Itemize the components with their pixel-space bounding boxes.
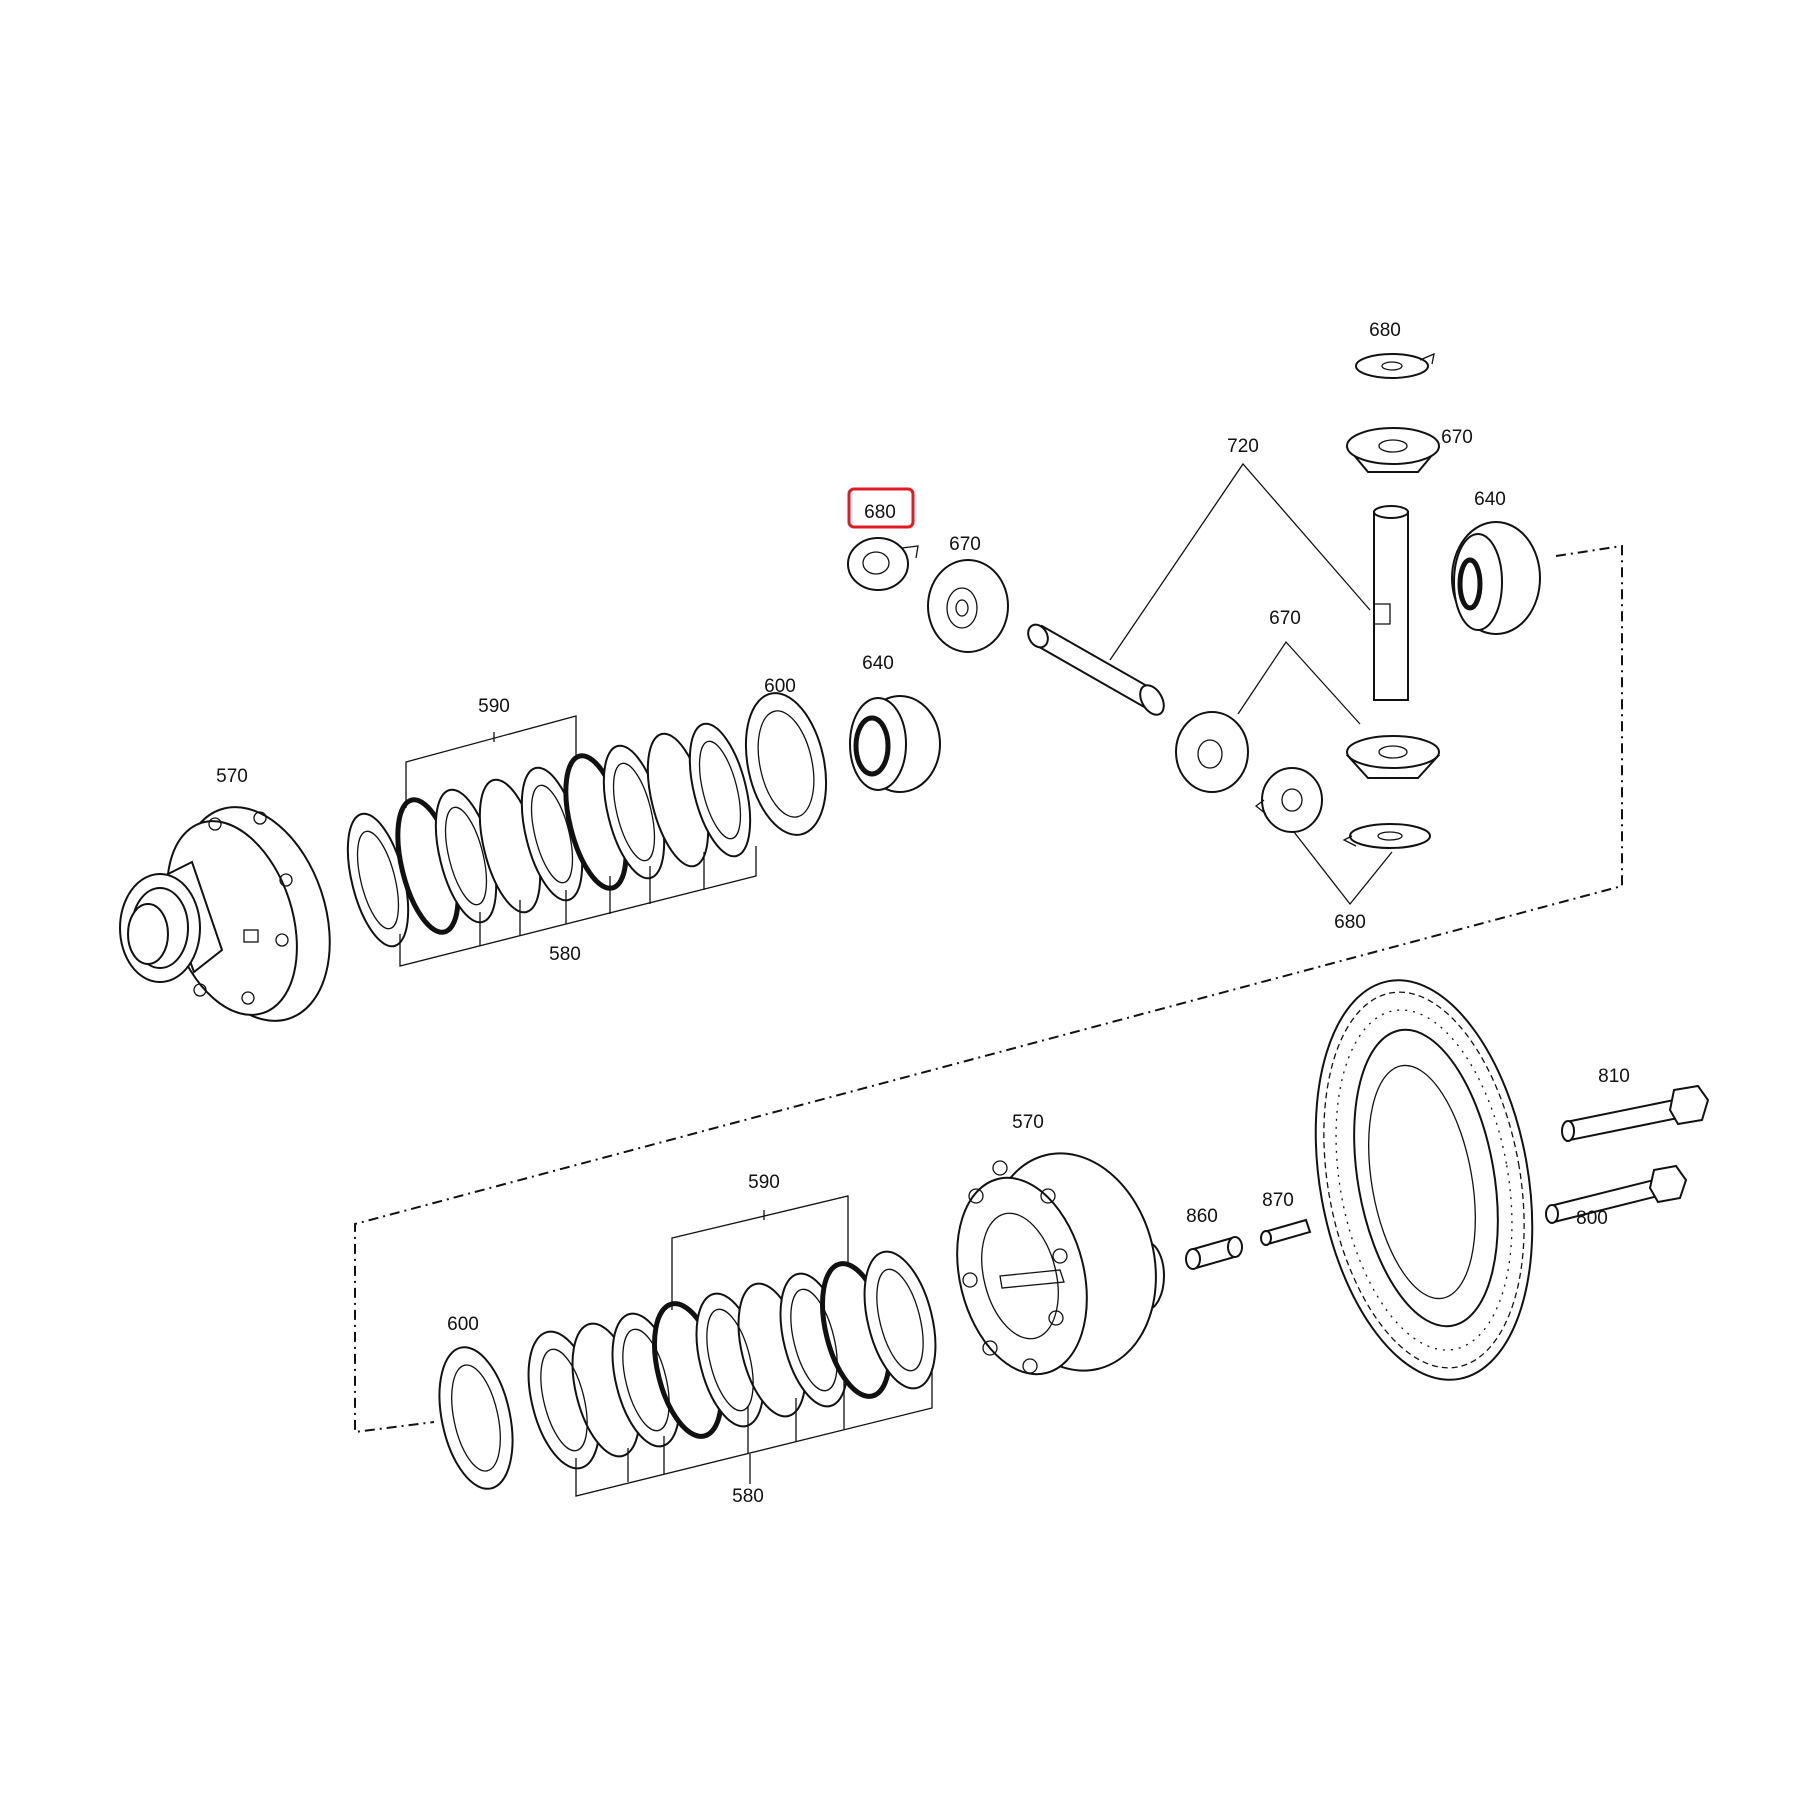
callout-580-upper: 580 <box>549 944 581 965</box>
pinion-gear-670-top[interactable] <box>1345 427 1441 473</box>
housing-570-upper[interactable] <box>119 788 356 1040</box>
callout-680-highlighted: 680 <box>864 502 896 523</box>
callout-640-upper: 640 <box>862 653 894 674</box>
callout-720: 720 <box>1227 436 1259 457</box>
thrust-washer-680-lower-a[interactable] <box>1254 767 1323 833</box>
callout-590-lower: 590 <box>748 1172 780 1193</box>
bolt-810[interactable] <box>1561 1084 1710 1142</box>
cross-shaft-720-a[interactable] <box>1024 621 1168 719</box>
disc-stack-590-580-lower[interactable] <box>516 1244 948 1475</box>
pin-870[interactable] <box>1260 1218 1312 1246</box>
disc-600-upper[interactable] <box>734 686 838 843</box>
side-gear-640-upper[interactable] <box>849 695 941 793</box>
callout-670-top: 670 <box>1441 427 1473 448</box>
callout-670-upper: 670 <box>949 534 981 555</box>
callout-600-upper: 600 <box>764 676 796 697</box>
housing-570-lower[interactable] <box>938 1135 1179 1388</box>
callout-640-right: 640 <box>1474 489 1506 510</box>
callout-570-lower: 570 <box>1012 1112 1044 1133</box>
callout-870: 870 <box>1262 1190 1294 1211</box>
thrust-washer-680-top[interactable] <box>1355 352 1435 379</box>
disc-stack-590-580-upper[interactable] <box>336 718 761 953</box>
callout-810: 810 <box>1598 1066 1630 1087</box>
bolt-800[interactable] <box>1545 1164 1688 1224</box>
callout-670-lower: 670 <box>1269 608 1301 629</box>
callout-680-top: 680 <box>1369 320 1401 341</box>
ring-gear[interactable] <box>1287 963 1562 1397</box>
highlight-box <box>847 487 915 529</box>
disc-600-lower[interactable] <box>428 1341 524 1496</box>
pinion-gear-670-upper[interactable] <box>927 559 1009 653</box>
cross-shaft-720-b[interactable] <box>1373 505 1409 701</box>
thrust-washer-680-highlighted[interactable] <box>847 537 919 591</box>
callout-580-lower: 580 <box>732 1486 764 1507</box>
callout-590-upper: 590 <box>478 696 510 717</box>
pinion-gear-670-lower[interactable] <box>1175 711 1249 793</box>
assembly-dashed-connector <box>354 544 1623 1434</box>
side-gear-640-right[interactable] <box>1451 521 1541 635</box>
callout-570-upper: 570 <box>216 766 248 787</box>
leader-lines <box>399 462 1393 1497</box>
pinion-gear-670-right[interactable] <box>1345 735 1441 779</box>
callout-860: 860 <box>1186 1206 1218 1227</box>
thrust-washer-680-lower-b[interactable] <box>1342 823 1431 849</box>
bushing-860[interactable] <box>1185 1236 1243 1270</box>
callout-680-bottom: 680 <box>1334 912 1366 933</box>
callout-800: 800 <box>1576 1208 1608 1229</box>
callout-600-lower: 600 <box>447 1314 479 1335</box>
